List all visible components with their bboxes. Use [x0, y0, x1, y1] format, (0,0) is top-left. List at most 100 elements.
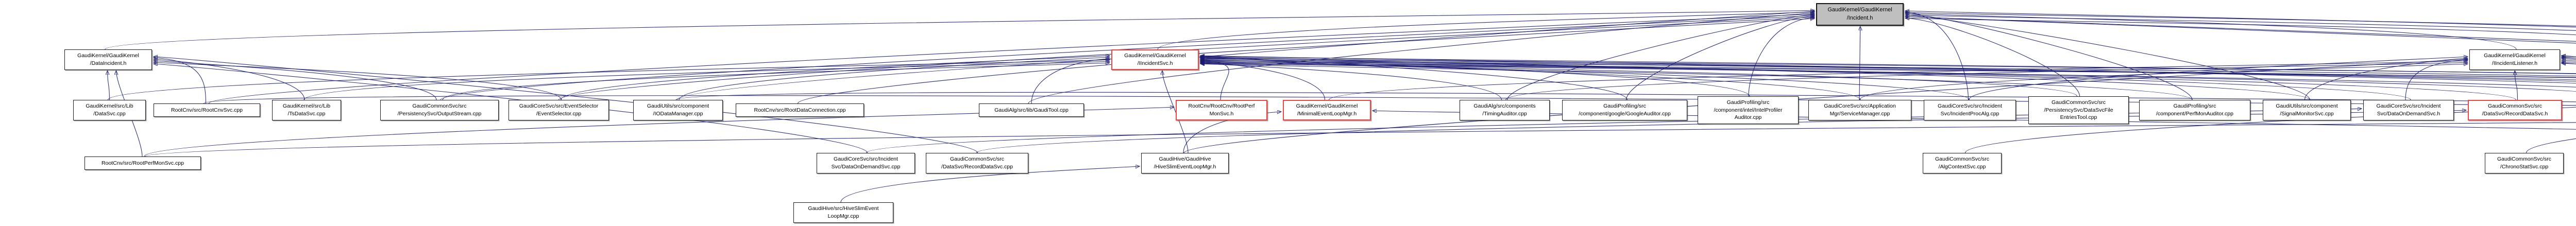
include-edge: [1505, 62, 2468, 100]
node-rootperfmonsvc-cpp[interactable]: RootCnv/src/RootPerfMonSvc.cpp: [84, 157, 201, 170]
node-eventselector-cpp[interactable]: GaudiCoreSvc/src/EventSelector/EventSele…: [509, 100, 609, 120]
include-edge: [154, 58, 207, 104]
node-label-line: Auditor.cpp: [1734, 114, 1762, 121]
node-label-line: /PersistencySvc/DataSvcFile: [2044, 107, 2113, 113]
node-algcontextsvc-cpp[interactable]: GaudiCommonSvc/src/AlgContextSvc.cpp: [1923, 153, 2002, 173]
node-tsdatasvc-cpp[interactable]: GaudiKernel/src/Lib/TsDataSvc.cpp: [272, 100, 341, 120]
node-label-line: Svc/DataOnDemandSvc.h: [2377, 111, 2441, 117]
node-label-line: /component/PerfMonAuditor.cpp: [2156, 111, 2233, 117]
node-label-line: /IIncidentListener.h: [2492, 60, 2538, 66]
node-label-line: /IIncidentSvc.h: [1137, 60, 1173, 66]
include-edge: [1906, 15, 2311, 100]
node-datasvc-cpp[interactable]: GaudiKernel/src/Lib/DataSvc.cpp: [73, 100, 146, 120]
node-iincsvc[interactable]: GaudiKernel/GaudiKernel/IIncidentSvc.h: [1111, 49, 1199, 70]
node-iodatamanager-cpp[interactable]: GaudiUtils/src/component/IODataManager.c…: [633, 100, 723, 120]
node-label-line: GaudiUtils/src/component: [647, 103, 709, 110]
node-googleauditor-cpp[interactable]: GaudiProfiling/src/component/google/Goog…: [1562, 100, 1687, 120]
node-label-line: /PersistencySvc/OutputStream.cpp: [397, 111, 482, 117]
node-label-line: GaudiHive/src/HiveSlimEvent: [808, 205, 879, 212]
include-edge: [108, 71, 110, 100]
node-perfmonauditor-cpp[interactable]: GaudiProfiling/src/component/PerfMonAudi…: [2139, 100, 2250, 120]
node-label-line: /DataSvc.cpp: [93, 111, 126, 117]
node-label-line: GaudiProfiling/src: [1726, 99, 1770, 106]
node-hiveslimeventloopmgr-h[interactable]: GaudiHive/GaudiHive/HiveSlimEventLoopMgr…: [1141, 153, 1229, 173]
node-incident: GaudiKernel/GaudiKernel/Incident.h: [1816, 3, 1904, 26]
include-edge: [840, 166, 1140, 203]
node-intelprofilerauditor-cpp[interactable]: GaudiProfiling/src/component/intel/Intel…: [1698, 96, 1799, 124]
node-label-line: /DataSvc/RecordDataSvc.h: [2482, 111, 2548, 117]
node-minimaleventloopmgr-h[interactable]: GaudiKernel/GaudiKernel/MinimalEventLoop…: [1283, 100, 1371, 120]
node-label-line: /component/intel/IntelProfiler: [1714, 107, 1783, 113]
include-edge: [2405, 60, 2468, 100]
node-label-line: GaudiHive/GaudiHive: [1159, 156, 1211, 163]
node-label-line: RootCnv/src/RootCnvSvc.cpp: [171, 107, 243, 113]
include-edge: [303, 61, 1110, 100]
include-edge: [679, 57, 1110, 100]
node-label-line: GaudiKernel/src/Lib: [86, 103, 133, 110]
node-recorddatasvc-cpp[interactable]: GaudiCommonSvc/src/DataSvc/RecordDataSvc…: [926, 153, 1028, 173]
node-recorddatasvc-h[interactable]: GaudiCommonSvc/src/DataSvc/RecordDataSvc…: [2468, 100, 2562, 120]
node-label-line: /TsDataSvc.cpp: [287, 111, 326, 117]
include-edge: [1506, 14, 1815, 100]
include-edge: [1906, 16, 2576, 42]
node-label-line: MonSvc.h: [1209, 111, 1234, 117]
node-timingauditor-cpp[interactable]: GaudiAlg/src/components/TimingAuditor.cp…: [1460, 100, 1550, 120]
node-gauditool-cpp[interactable]: GaudiAlg/src/lib/GaudiTool.cpp: [979, 103, 1084, 117]
node-outputstream-cpp[interactable]: GaudiCommonSvc/src/PersistencySvc/Output…: [380, 100, 499, 120]
include-edge: [1859, 27, 1860, 100]
node-label-line: GaudiCoreSvc/src/Incident: [1938, 103, 2002, 110]
node-label-line: /MinimalEventLoopMgr.h: [1297, 111, 1357, 117]
node-datasvcfileentriestool-cpp[interactable]: GaudiCommonSvc/src/PersistencySvc/DataSv…: [2028, 96, 2129, 124]
node-label-line: GaudiKernel/GaudiKernel: [2484, 53, 2546, 59]
node-label-line: /SignalMonitorSvc.cpp: [2280, 111, 2334, 117]
include-edge: [154, 57, 978, 153]
include-edge: [2304, 58, 2468, 100]
node-label-line: GaudiCoreSvc/src/EventSelector: [519, 103, 599, 110]
node-label-line: GaudiProfiling/src: [1603, 103, 1646, 110]
node-label-line: GaudiCommonSvc/src: [412, 103, 467, 110]
include-edge: [560, 56, 1110, 100]
node-label-line: GaudiCommonSvc/src: [950, 156, 1005, 163]
node-label-line: Mgr/ServiceManager.cpp: [1829, 111, 1890, 117]
include-edge: [797, 11, 1815, 104]
node-dataincident[interactable]: GaudiKernel/GaudiKernel/DataIncident.h: [64, 49, 152, 70]
include-edge: [676, 19, 1815, 100]
node-label-line: GaudiCommonSvc/src: [2497, 156, 2552, 163]
include-edge: [1201, 63, 2576, 78]
include-edge: [1201, 60, 2576, 77]
include-edge: [1031, 59, 1110, 104]
node-label-line: RootCnv/src/RootDataConnection.cpp: [754, 107, 846, 113]
node-signalmonitorsvc-cpp[interactable]: GaudiUtils/src/component/SignalMonitorSv…: [2263, 100, 2351, 120]
node-label-line: /component/google/GoogleAuditor.cpp: [1579, 111, 1671, 117]
include-edge: [1162, 71, 1189, 153]
node-label-line: RootCnv/RootCnv/RootPerf: [1188, 103, 1255, 110]
include-edge: [154, 62, 562, 100]
node-label-line: LoopMgr.cpp: [827, 213, 859, 219]
include-edge: [105, 10, 1815, 50]
node-label-line: GaudiAlg/src/lib/GaudiTool.cpp: [994, 107, 1069, 113]
node-label-line: Svc/IncidentProcAlg.cpp: [1940, 111, 1999, 117]
node-label-line: GaudiKernel/GaudiKernel: [1296, 103, 1358, 110]
include-edge: [1906, 18, 2576, 36]
node-rootdataconn-cpp[interactable]: RootCnv/src/RootDataConnection.cpp: [736, 103, 864, 117]
include-edge: [145, 122, 2576, 157]
node-label-line: /DataIncident.h: [90, 60, 127, 66]
node-label-line: RootCnv/src/RootPerfMonSvc.cpp: [101, 160, 184, 166]
include-edge: [107, 60, 1110, 100]
node-chronostatsvc-cpp[interactable]: GaudiCommonSvc/src/ChronoStatSvc.cpp: [2485, 153, 2564, 173]
edges-group: [105, 10, 2576, 203]
node-label-line: GaudiCoreSvc/src/Incident: [2376, 103, 2441, 110]
include-edge: [1906, 12, 2576, 27]
node-label-line: GaudiCommonSvc/src: [2487, 103, 2543, 110]
node-rootcnvsvc-cpp[interactable]: RootCnv/src/RootCnvSvc.cpp: [154, 103, 260, 117]
node-iinclistener[interactable]: GaudiKernel/GaudiKernel/IIncidentListene…: [2469, 49, 2560, 70]
include-edge: [144, 107, 1174, 157]
